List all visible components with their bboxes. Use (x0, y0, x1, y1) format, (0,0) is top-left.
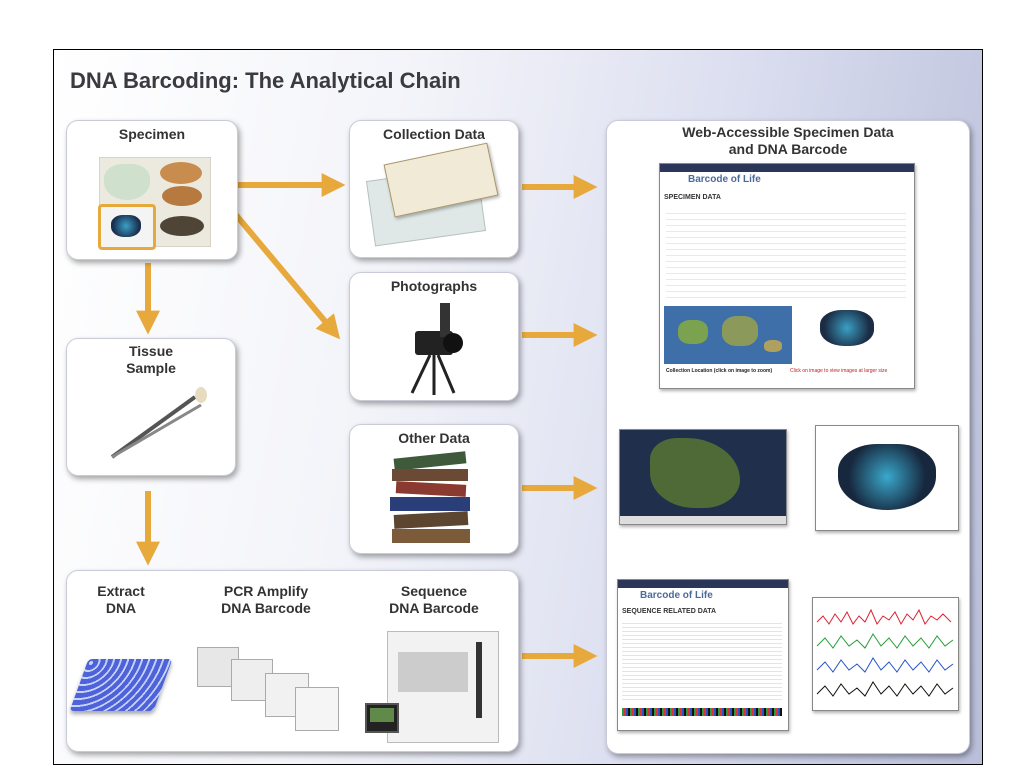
tissue-label-line1: Tissue (128, 343, 174, 359)
zoomed-map-image[interactable] (619, 429, 787, 525)
pcr-label-line2: DNA Barcode (221, 600, 311, 616)
moth-pale-green (104, 164, 150, 200)
specimen-photo-small[interactable] (806, 298, 888, 360)
sequence-barcode-strip (622, 708, 782, 716)
monitor-image (365, 703, 399, 733)
web-accessible-box: Web-Accessible Specimen Data and DNA Bar… (606, 120, 970, 754)
thermocycler-image (197, 641, 339, 731)
butterfly-highlight-frame (98, 204, 156, 250)
world-map-image[interactable] (664, 306, 792, 364)
extract-label-line1: Extract (97, 583, 145, 599)
moth-brown-2 (162, 186, 202, 206)
extract-label-line2: DNA (105, 600, 137, 616)
specimen-page-logo: Barcode of Life (688, 174, 761, 185)
specimen-label: Specimen (118, 126, 186, 142)
collection-data-box: Collection Data (349, 120, 519, 258)
collection-label: Collection Data (383, 126, 485, 142)
slide: DNA Barcoding: The Analytical Chain (53, 49, 983, 765)
lab-process-box: Extract DNA PCR Amplify DNA Barcode Sequ… (66, 570, 519, 752)
specimen-drawer-image (98, 157, 211, 250)
sequence-page-header (618, 580, 788, 588)
specimen-page-thumbnail[interactable]: Barcode of Life SPECIMEN DATA Collection… (659, 163, 915, 389)
web-label-line1: Web-Accessible Specimen Data (682, 124, 894, 140)
sequence-page-logo: Barcode of Life (640, 590, 713, 601)
moth-dark (160, 216, 204, 236)
web-label-line2: and DNA Barcode (728, 141, 848, 157)
image-caption: Click on image to view images at larger … (790, 368, 888, 374)
page-title: DNA Barcoding: The Analytical Chain (70, 68, 461, 93)
sequencer-image (387, 631, 499, 743)
tweezers-image (110, 387, 207, 459)
sequence-label-line2: DNA Barcode (389, 600, 479, 616)
pcr-label-line1: PCR Amplify (223, 583, 309, 599)
other-data-label: Other Data (398, 430, 470, 446)
photographs-label: Photographs (390, 278, 478, 294)
photographs-box: Photographs (349, 272, 519, 401)
sequence-page-thumbnail[interactable]: Barcode of Life SEQUENCE RELATED DATA (617, 579, 789, 731)
sequence-page-fields (622, 620, 782, 700)
arrow-specimen-photographs (233, 213, 341, 340)
zoomed-butterfly-image[interactable] (815, 425, 959, 531)
specimen-box: Specimen (66, 120, 238, 260)
chromatogram-traces (816, 608, 954, 697)
butterfly-blue (111, 215, 141, 237)
specimen-page-section: SPECIMEN DATA (664, 194, 721, 201)
camera-rig-image (410, 303, 463, 395)
collection-location-caption: Collection Location (click on image to z… (666, 368, 773, 374)
sequence-label-line1: Sequence (400, 583, 468, 599)
moth-brown-1 (160, 162, 202, 184)
other-data-box: Other Data (349, 424, 519, 554)
specimen-page-fields (666, 208, 906, 298)
specimen-page-header (660, 164, 914, 172)
book-stack-image (390, 451, 474, 545)
well-plate-image (69, 659, 173, 711)
tissue-label-line2: Sample (126, 360, 176, 376)
chromatogram-image[interactable] (812, 597, 959, 711)
sequence-page-section: SEQUENCE RELATED DATA (622, 608, 717, 615)
tissue-box: Tissue Sample (66, 338, 236, 476)
